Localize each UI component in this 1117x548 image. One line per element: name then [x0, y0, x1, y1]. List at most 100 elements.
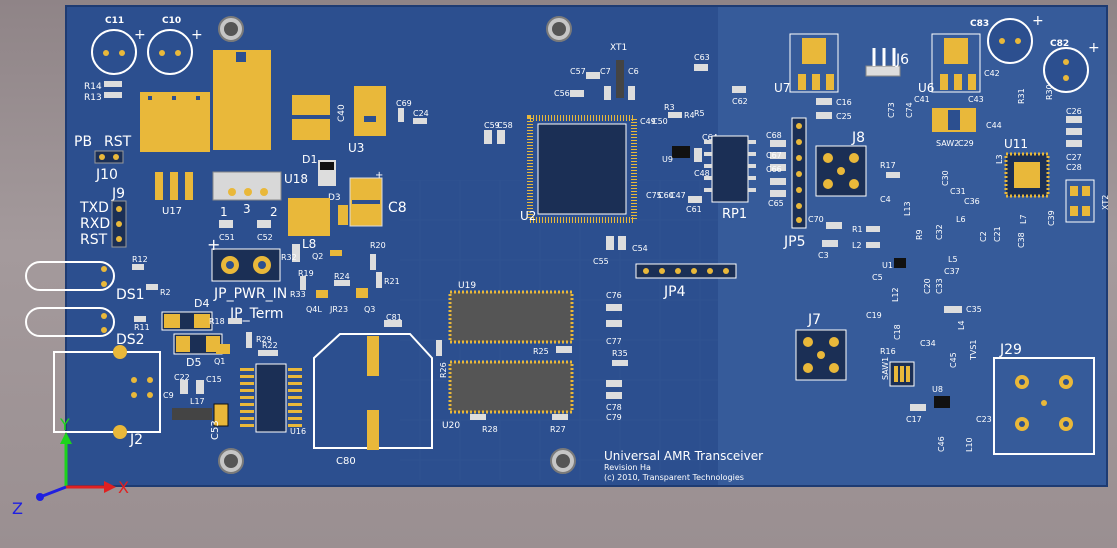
regulator-u7: U7 [774, 33, 839, 95]
regulator-u17: U17 [140, 92, 210, 217]
silkscreen-label-c80: C80 [336, 456, 356, 467]
silkscreen-label-c62: C62 [732, 97, 748, 106]
board-revision: Revision Ha [604, 463, 651, 472]
silkscreen-label-q4l: Q4L [306, 305, 322, 314]
silkscreen-label-c4: C4 [880, 195, 891, 204]
header-jp4: JP4 [635, 263, 737, 300]
axis-z-label: Z [12, 499, 23, 518]
label-c11: C11 [105, 16, 124, 26]
led-ds1: DS1 [25, 261, 145, 303]
silkscreen-label-u1: U1 [882, 261, 893, 270]
small-parts-cluster: R32 Q2 R20 R24 R19 R21 R33 Q4L JR23 Q3 [281, 241, 400, 314]
silkscreen-label-ds1: DS1 [116, 287, 145, 303]
sma-connector-j29: J29 [993, 342, 1095, 455]
silkscreen-label-r31: R31 [1017, 88, 1026, 104]
silkscreen-label-l7: L7 [1019, 214, 1028, 224]
rf-connector-j8: J8 [815, 130, 867, 197]
silkscreen-label-d5: D5 [186, 356, 201, 369]
silkscreen-label-n3: 3 [243, 202, 251, 216]
silkscreen-label-r5: R5 [694, 109, 705, 118]
label-r14: R14 [84, 82, 102, 92]
silkscreen-label-l10: L10 [965, 437, 974, 452]
connector-j6: J6 [865, 48, 909, 77]
silkscreen-label-c33: C33 [935, 278, 944, 294]
silkscreen-label-j2: J2 [129, 432, 143, 448]
silkscreen-label-c81: C81 [386, 313, 402, 322]
silkscreen-label-c26: C26 [1066, 107, 1082, 116]
silkscreen-label-saw1: SAW1 [881, 357, 890, 380]
label-pb: PB [74, 134, 92, 150]
label-j9: J9 [111, 186, 125, 202]
silkscreen-label-q2: Q2 [312, 252, 323, 261]
silkscreen-label-u19: U19 [458, 281, 476, 291]
silkscreen-label-r29: R29 [256, 335, 272, 344]
silkscreen-label-u8: U8 [932, 385, 943, 394]
label-u3: U3 [348, 141, 364, 155]
silkscreen-label-l6: L6 [956, 215, 966, 224]
silkscreen-label-q3: Q3 [364, 305, 375, 314]
silkscreen-label-c74: C74 [905, 102, 914, 118]
label-u18: U18 [284, 172, 308, 186]
silkscreen-label-c60: C60 [658, 191, 674, 200]
silkscreen-label-c79: C79 [606, 413, 622, 422]
label-c10: C10 [162, 16, 181, 26]
silkscreen-label-c21: C21 [993, 226, 1002, 242]
silkscreen-label-c37: C37 [944, 267, 960, 276]
label-u2: U2 [520, 209, 536, 223]
silkscreen-label-saw2: SAW2 [936, 139, 959, 148]
silkscreen-label-c75: C75 [646, 191, 662, 200]
label-jp-term: JP_Term [229, 306, 284, 322]
silkscreen-label-c47: C47 [670, 191, 686, 200]
silkscreen-label-c36: C36 [964, 197, 980, 206]
silkscreen-label-jr23: JR23 [329, 305, 348, 314]
axis-triad: Y X Z [12, 415, 129, 518]
silkscreen-label-jp5: JP5 [783, 234, 805, 250]
chip-u19: U19 [448, 281, 574, 344]
board-title-block: Universal AMR Transceiver Revision Ha (c… [604, 449, 763, 482]
silkscreen-label-c40: C40 [337, 104, 347, 122]
silkscreen-label-u20: U20 [442, 421, 460, 431]
label-rst-j9: RST [80, 232, 108, 248]
silkscreen-label-xt2: XT2 [1101, 195, 1110, 210]
silkscreen-label-r1: R1 [852, 225, 863, 234]
silkscreen-label-q1: Q1 [214, 357, 225, 366]
silkscreen-label-u6: U6 [918, 81, 934, 95]
silkscreen-label-tvs1: TVS1 [969, 339, 978, 361]
silkscreen-label-d1: D1 [302, 153, 317, 166]
silkscreen-label-c69: C69 [396, 99, 412, 108]
silkscreen-label-r35: R35 [612, 349, 628, 358]
silkscreen-label-r33: R33 [290, 290, 306, 299]
silkscreen-label-r19: R19 [298, 269, 314, 278]
silkscreen-label-n2: 2 [270, 205, 278, 219]
silkscreen-label-c28: C28 [1066, 163, 1082, 172]
label-jp-pwr-in: JP_PWR_IN [213, 286, 287, 302]
silkscreen-label-r25: R25 [533, 347, 549, 356]
label-rst: RST [104, 134, 132, 150]
silkscreen-label-u7: U7 [774, 81, 790, 95]
silkscreen-label-c35: C35 [966, 305, 982, 314]
silkscreen-label-c23: C23 [976, 415, 992, 424]
rf-chip-u11: U11 [1004, 137, 1050, 198]
silkscreen-label-c38: C38 [1017, 232, 1026, 248]
silkscreen-label-r18: R18 [209, 317, 225, 326]
silkscreen-label-c7: C7 [600, 67, 611, 76]
silkscreen-label-l2: L2 [852, 241, 862, 250]
axis-x-label: X [118, 478, 129, 497]
header-jp5: JP5 [783, 117, 807, 250]
silkscreen-label-c20: C20 [923, 278, 932, 294]
silkscreen-label-c44: C44 [986, 121, 1002, 130]
silkscreen-label-c48: C48 [694, 169, 710, 178]
silkscreen-label-r32: R32 [281, 253, 297, 262]
silkscreen-label-c78: C78 [606, 403, 622, 412]
silkscreen-label-c34: C34 [920, 339, 936, 348]
silkscreen-label-c57: C57 [570, 67, 586, 76]
svg-text:+: + [1032, 13, 1044, 29]
silkscreen-label-c56: C56 [554, 89, 570, 98]
silkscreen-label-r9: R9 [915, 229, 924, 240]
silkscreen-label-c68: C68 [766, 131, 782, 140]
silkscreen-label-c52: C52 [257, 233, 273, 242]
silkscreen-label-c55: C55 [593, 257, 609, 266]
mounting-holes [218, 16, 576, 474]
silkscreen-label-c63: C63 [694, 53, 710, 62]
label-j10: J10 [95, 167, 118, 183]
